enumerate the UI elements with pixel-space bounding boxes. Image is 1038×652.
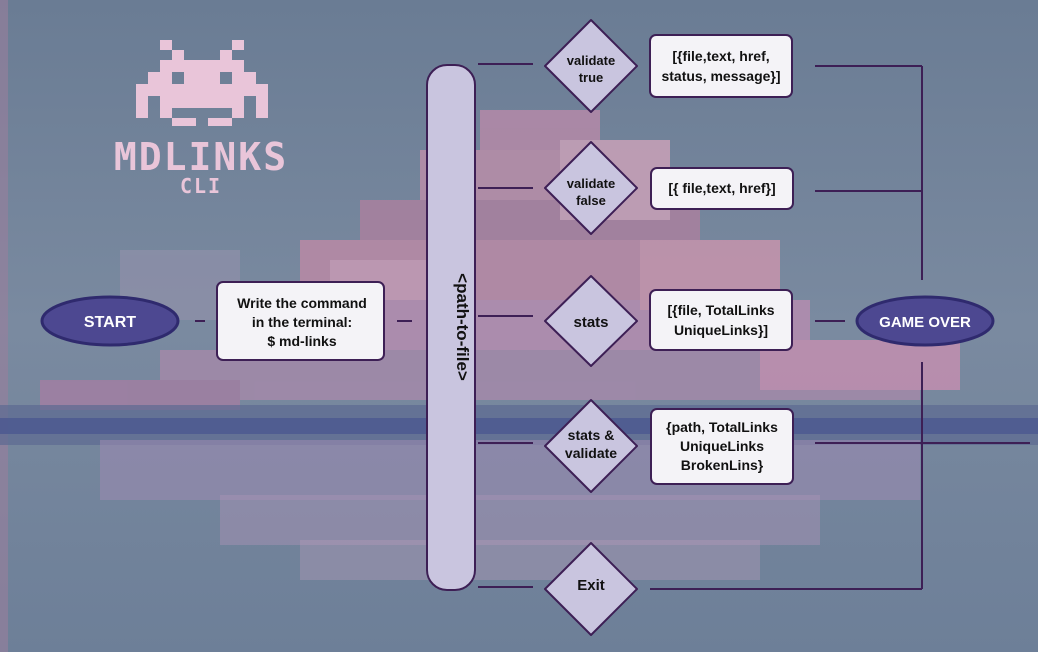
out-validate-true-line-2: status, message}]	[661, 68, 780, 84]
validate-false-line-2: false	[576, 193, 606, 208]
out-validate-false-line-1: [{ file,text, href}]	[668, 180, 775, 196]
path-to-file-node: <path-to-file>	[426, 64, 476, 591]
out-stats-line-2: UniqueLinks}]	[674, 322, 768, 338]
out-validate-true-line-1: [{file,text, href,	[672, 48, 769, 64]
output-validate-false-box: [{ file,text, href}]	[650, 167, 794, 210]
validate-true-diamond: validate true	[544, 19, 638, 113]
validate-false-line-1: validate	[567, 176, 615, 191]
stats-validate-line-1: stats &	[568, 427, 615, 443]
validate-true-line-2: true	[579, 70, 604, 85]
validate-false-diamond: validate false	[544, 141, 638, 235]
stats-validate-diamond: stats & validate	[544, 399, 638, 493]
connectors	[195, 63, 1030, 590]
water-reflection	[0, 405, 1038, 580]
command-line-1: Write the command	[237, 295, 367, 311]
output-stats-box: [{file, TotalLinks UniqueLinks}]	[649, 289, 793, 351]
out-stats-line-1: [{file, TotalLinks	[667, 302, 774, 318]
out-stats-validate-line-1: {path, TotalLinks	[666, 419, 778, 435]
stats-validate-line-2: validate	[565, 445, 617, 461]
exit-label: Exit	[577, 577, 605, 594]
start-label: START	[84, 314, 136, 331]
game-over-node: GAME OVER	[855, 295, 995, 347]
start-node: START	[40, 295, 180, 347]
exit-diamond: Exit	[544, 542, 638, 636]
space-invader-icon	[136, 40, 268, 126]
command-line-3: $ md-links	[267, 333, 336, 349]
command-box: Write the command in the terminal: $ md-…	[216, 281, 385, 361]
path-to-file-label: <path-to-file>	[453, 273, 472, 381]
game-over-label: GAME OVER	[879, 314, 971, 331]
out-stats-validate-line-3: BrokenLins}	[681, 457, 764, 473]
output-stats-validate-box: {path, TotalLinks UniqueLinks BrokenLins…	[650, 408, 794, 485]
command-line-2: in the terminal:	[252, 314, 352, 330]
logo-title: MDLINKS	[114, 135, 288, 179]
validate-true-line-1: validate	[567, 53, 615, 68]
stats-diamond: stats	[544, 275, 638, 367]
output-validate-true-box: [{file,text, href, status, message}]	[649, 34, 793, 98]
out-stats-validate-line-2: UniqueLinks	[680, 438, 764, 454]
logo-subtitle: CLI	[180, 174, 222, 198]
stats-label: stats	[573, 314, 608, 331]
